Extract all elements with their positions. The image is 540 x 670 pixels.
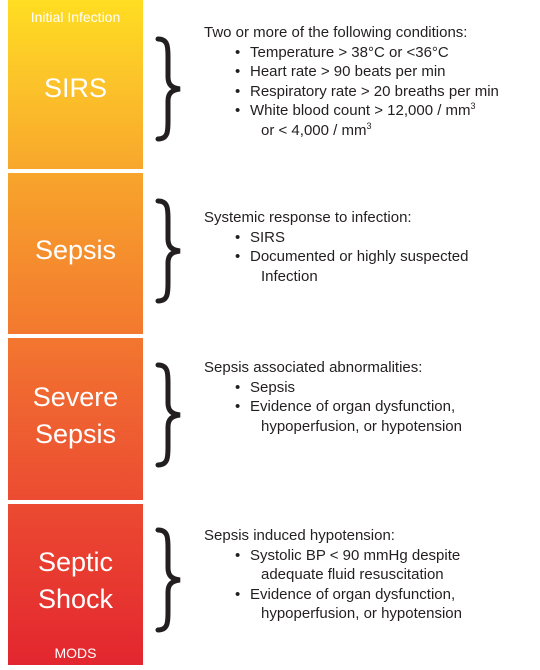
curly-brace-icon bbox=[150, 359, 190, 471]
bullet-icon: • bbox=[235, 378, 241, 396]
list-item: • Evidence of organ dysfunction, hypoper… bbox=[235, 585, 462, 623]
bullet-icon: • bbox=[235, 585, 241, 603]
list-item: • Systolic BP < 90 mmHg despite adequate… bbox=[235, 546, 461, 584]
list-item: • SIRS bbox=[235, 228, 286, 246]
severe-sepsis-heading: Sepsis associated abnormalities: bbox=[204, 359, 423, 376]
list-item: • Evidence of organ dysfunction, hypoper… bbox=[235, 398, 462, 435]
bullet-icon: • bbox=[235, 248, 241, 265]
stage-divider bbox=[8, 500, 143, 504]
stage-label-septic-shock-line2: Shock bbox=[37, 584, 114, 614]
sirs-heading: Two or more of the following conditions: bbox=[204, 24, 468, 41]
list-item: • White blood count > 12,000 / mm3 or < … bbox=[235, 101, 476, 139]
bullet-icon: • bbox=[235, 102, 241, 119]
initial-infection-label: Initial Infection bbox=[30, 9, 121, 25]
stage-divider bbox=[8, 169, 143, 173]
bullet-icon: • bbox=[235, 546, 241, 564]
sirs-criteria: Two or more of the following conditions:… bbox=[204, 23, 539, 140]
curly-brace-icon bbox=[150, 524, 190, 636]
stage-label-septic-shock-line1: Septic bbox=[37, 547, 114, 577]
septic-shock-criteria: Sepsis induced hypotension: • Systolic B… bbox=[204, 526, 539, 624]
stage-label-sepsis: Sepsis bbox=[34, 235, 117, 265]
curly-brace-icon bbox=[150, 195, 190, 307]
bullet-icon: • bbox=[235, 43, 241, 61]
bullet-icon: • bbox=[235, 82, 241, 100]
severe-sepsis-criteria: Sepsis associated abnormalities: • Sepsi… bbox=[204, 358, 539, 436]
stage-label-severe-sepsis-line1: Severe bbox=[32, 382, 119, 412]
sepsis-criteria: Systemic response to infection: • SIRS •… bbox=[204, 208, 539, 286]
septic-shock-heading: Sepsis induced hypotension: bbox=[204, 527, 395, 544]
bullet-icon: • bbox=[235, 398, 241, 415]
sepsis-heading: Systemic response to infection: bbox=[204, 209, 412, 226]
severity-gradient-bar: Initial Infection SIRS Sepsis Severe Sep… bbox=[8, 0, 143, 665]
bullet-icon: • bbox=[235, 63, 241, 80]
stage-label-sirs: SIRS bbox=[43, 73, 108, 103]
mods-label: MODS bbox=[54, 645, 97, 661]
curly-brace-icon bbox=[150, 33, 190, 145]
list-item: • Documented or highly suspected Infecti… bbox=[235, 248, 469, 285]
list-item: • Respiratory rate > 20 breaths per min bbox=[235, 82, 499, 100]
bullet-icon: • bbox=[235, 228, 241, 246]
list-item: • Sepsis bbox=[235, 378, 296, 396]
list-item: • Heart rate > 90 beats per min bbox=[235, 63, 446, 80]
list-item: • Temperature > 38°C or <36°C bbox=[235, 43, 449, 61]
stage-label-severe-sepsis-line2: Sepsis bbox=[34, 419, 117, 449]
stage-divider bbox=[8, 334, 143, 338]
